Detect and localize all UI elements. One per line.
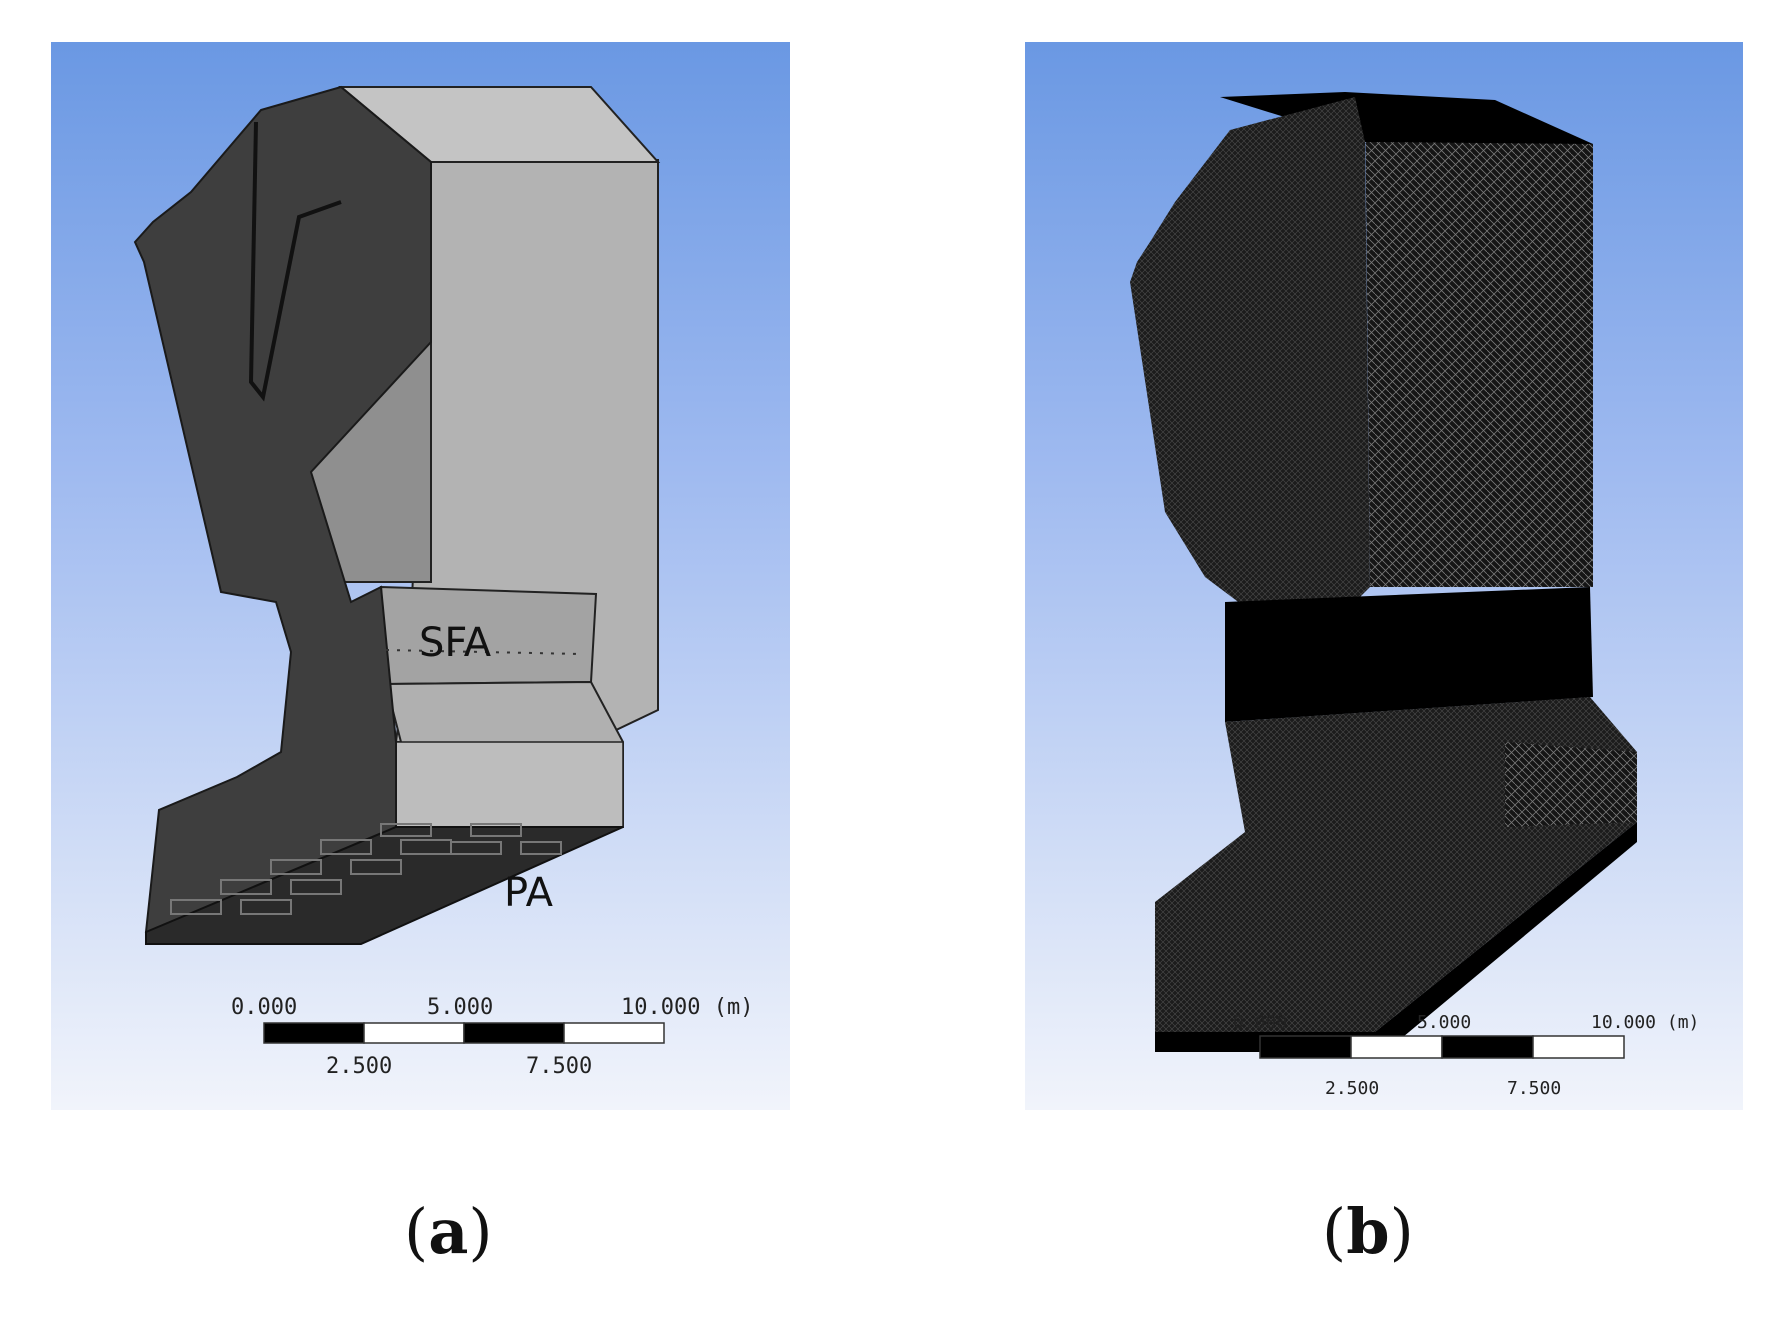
caption-b: (b) bbox=[1322, 1195, 1414, 1268]
scale-tick-0: 0.000 bbox=[231, 995, 298, 1020]
scale-tick-2-5: 2.500 bbox=[326, 1054, 393, 1079]
mesh-panel: 0.000 5.000 10.000 (m) 2.500 7.500 bbox=[1025, 42, 1743, 1110]
pa-port bbox=[170, 899, 222, 915]
scale-tick-5: 5.000 bbox=[1417, 1012, 1472, 1033]
lower-right-top bbox=[395, 741, 624, 828]
pa-port bbox=[270, 859, 322, 875]
pa-port bbox=[240, 899, 292, 915]
pa-ports bbox=[170, 823, 562, 915]
nose-slot bbox=[248, 121, 342, 402]
front-face bbox=[133, 85, 432, 933]
pa-port bbox=[290, 879, 342, 895]
furnace-mesh bbox=[1130, 92, 1637, 1059]
scale-tick-5: 5.000 bbox=[427, 995, 494, 1020]
pa-port bbox=[320, 839, 372, 855]
pa-port bbox=[350, 859, 402, 875]
scale-tick-10: 10.000 (m) bbox=[621, 995, 754, 1020]
scale-tick-2-5: 2.500 bbox=[1325, 1078, 1380, 1099]
pa-port bbox=[470, 823, 522, 837]
scale-tick-0: 0.000 bbox=[1233, 1012, 1288, 1033]
sfa-label: SFA bbox=[419, 620, 492, 666]
scale-tick-10: 10.000 (m) bbox=[1591, 1012, 1700, 1033]
mesh-top-face bbox=[1220, 92, 1593, 144]
mesh-front-face bbox=[1130, 97, 1370, 622]
mesh-neck bbox=[1225, 587, 1593, 722]
scale-bar bbox=[1259, 1035, 1625, 1059]
scale-tick-7-5: 7.500 bbox=[1507, 1078, 1562, 1099]
pa-label: PA bbox=[504, 870, 553, 916]
pa-port bbox=[520, 841, 562, 855]
pa-port bbox=[220, 879, 272, 895]
scale-bar bbox=[263, 1022, 665, 1044]
pa-port bbox=[380, 823, 432, 837]
mesh-right-face bbox=[1365, 97, 1593, 587]
pa-port bbox=[450, 841, 502, 855]
furnace-geometry bbox=[133, 85, 665, 1044]
geometry-panel: SFA PA 0.000 5.000 10.000 (m) 2.500 7.50… bbox=[51, 42, 790, 1110]
scale-tick-7-5: 7.500 bbox=[526, 1054, 593, 1079]
mesh-lower-right bbox=[1505, 742, 1637, 827]
caption-a: (a) bbox=[404, 1195, 493, 1268]
